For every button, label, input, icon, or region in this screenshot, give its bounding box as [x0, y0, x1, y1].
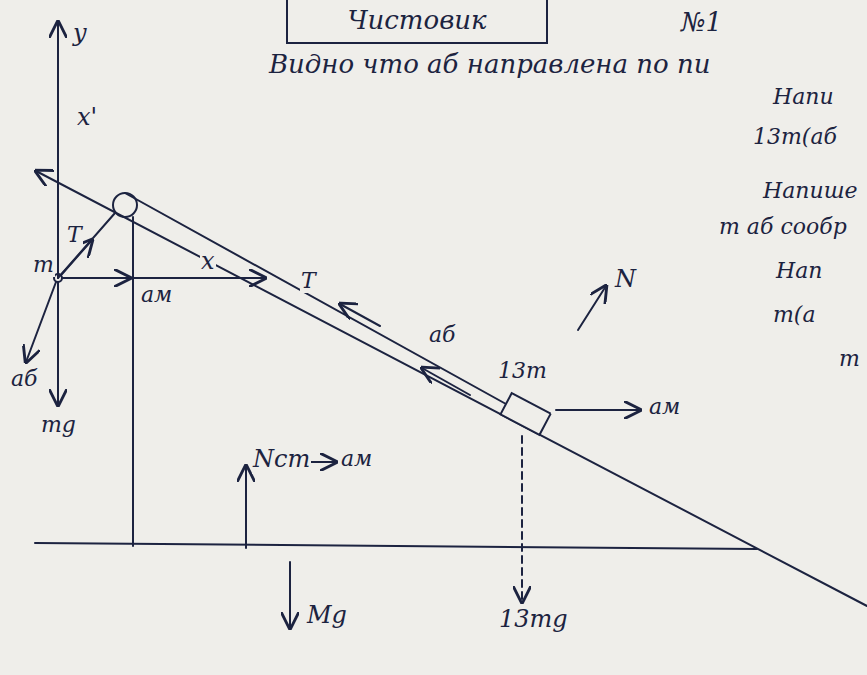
acceleration-label: ам	[648, 394, 681, 419]
force-label: Mg	[306, 602, 348, 630]
mass-label: m	[32, 252, 55, 277]
force-label: N	[614, 266, 637, 294]
axis-label: y	[72, 20, 88, 48]
axis-label: x'	[76, 104, 98, 132]
block-outline	[501, 393, 551, 435]
acceleration-label: аб	[10, 366, 39, 391]
note-text: Напи	[772, 84, 835, 109]
incline-surface	[36, 171, 867, 606]
y-axis	[57, 22, 59, 278]
note-text: Нап	[775, 258, 823, 283]
node-text: 13m	[496, 358, 549, 383]
normal-force-arrow	[578, 286, 606, 330]
node-text: Чистовик	[347, 6, 486, 36]
force-label: T	[66, 222, 83, 247]
acceleration-arrow	[26, 282, 56, 362]
acceleration-arrow	[422, 368, 470, 395]
force-label: 13mg	[498, 606, 569, 634]
axis-label: x	[200, 248, 216, 276]
acceleration-label: ам	[140, 282, 173, 307]
note-text: m	[838, 346, 861, 371]
note-text: 13m(аб	[752, 124, 838, 149]
gravity-arrow	[521, 436, 523, 602]
force-label: Nст	[252, 446, 311, 474]
gravity-arrow	[289, 562, 291, 628]
x-axis	[62, 277, 265, 279]
block-body: 13m	[496, 358, 556, 438]
acceleration-label: ам	[340, 446, 373, 471]
acceleration-arrow	[556, 409, 640, 411]
acceleration-arrow	[62, 277, 130, 279]
gravity-arrow	[57, 282, 59, 405]
acceleration-label: аб	[428, 322, 457, 347]
string	[58, 213, 115, 278]
title-box: Чистовик	[286, 0, 548, 44]
force-label: T	[300, 268, 317, 293]
note-text: m аб сообр	[718, 214, 848, 239]
ground-line	[35, 543, 757, 549]
note-text: Видно что аб направлена по пи	[268, 50, 711, 80]
incline-height	[132, 217, 134, 546]
note-text: m(а	[772, 302, 817, 327]
normal-force-arrow	[245, 466, 247, 548]
force-label: mg	[40, 412, 77, 437]
string	[125, 193, 506, 404]
problem-number: №1	[680, 8, 723, 38]
note-text: Напише	[762, 178, 859, 203]
tension-arrow	[340, 304, 380, 326]
mass-point	[54, 274, 62, 282]
